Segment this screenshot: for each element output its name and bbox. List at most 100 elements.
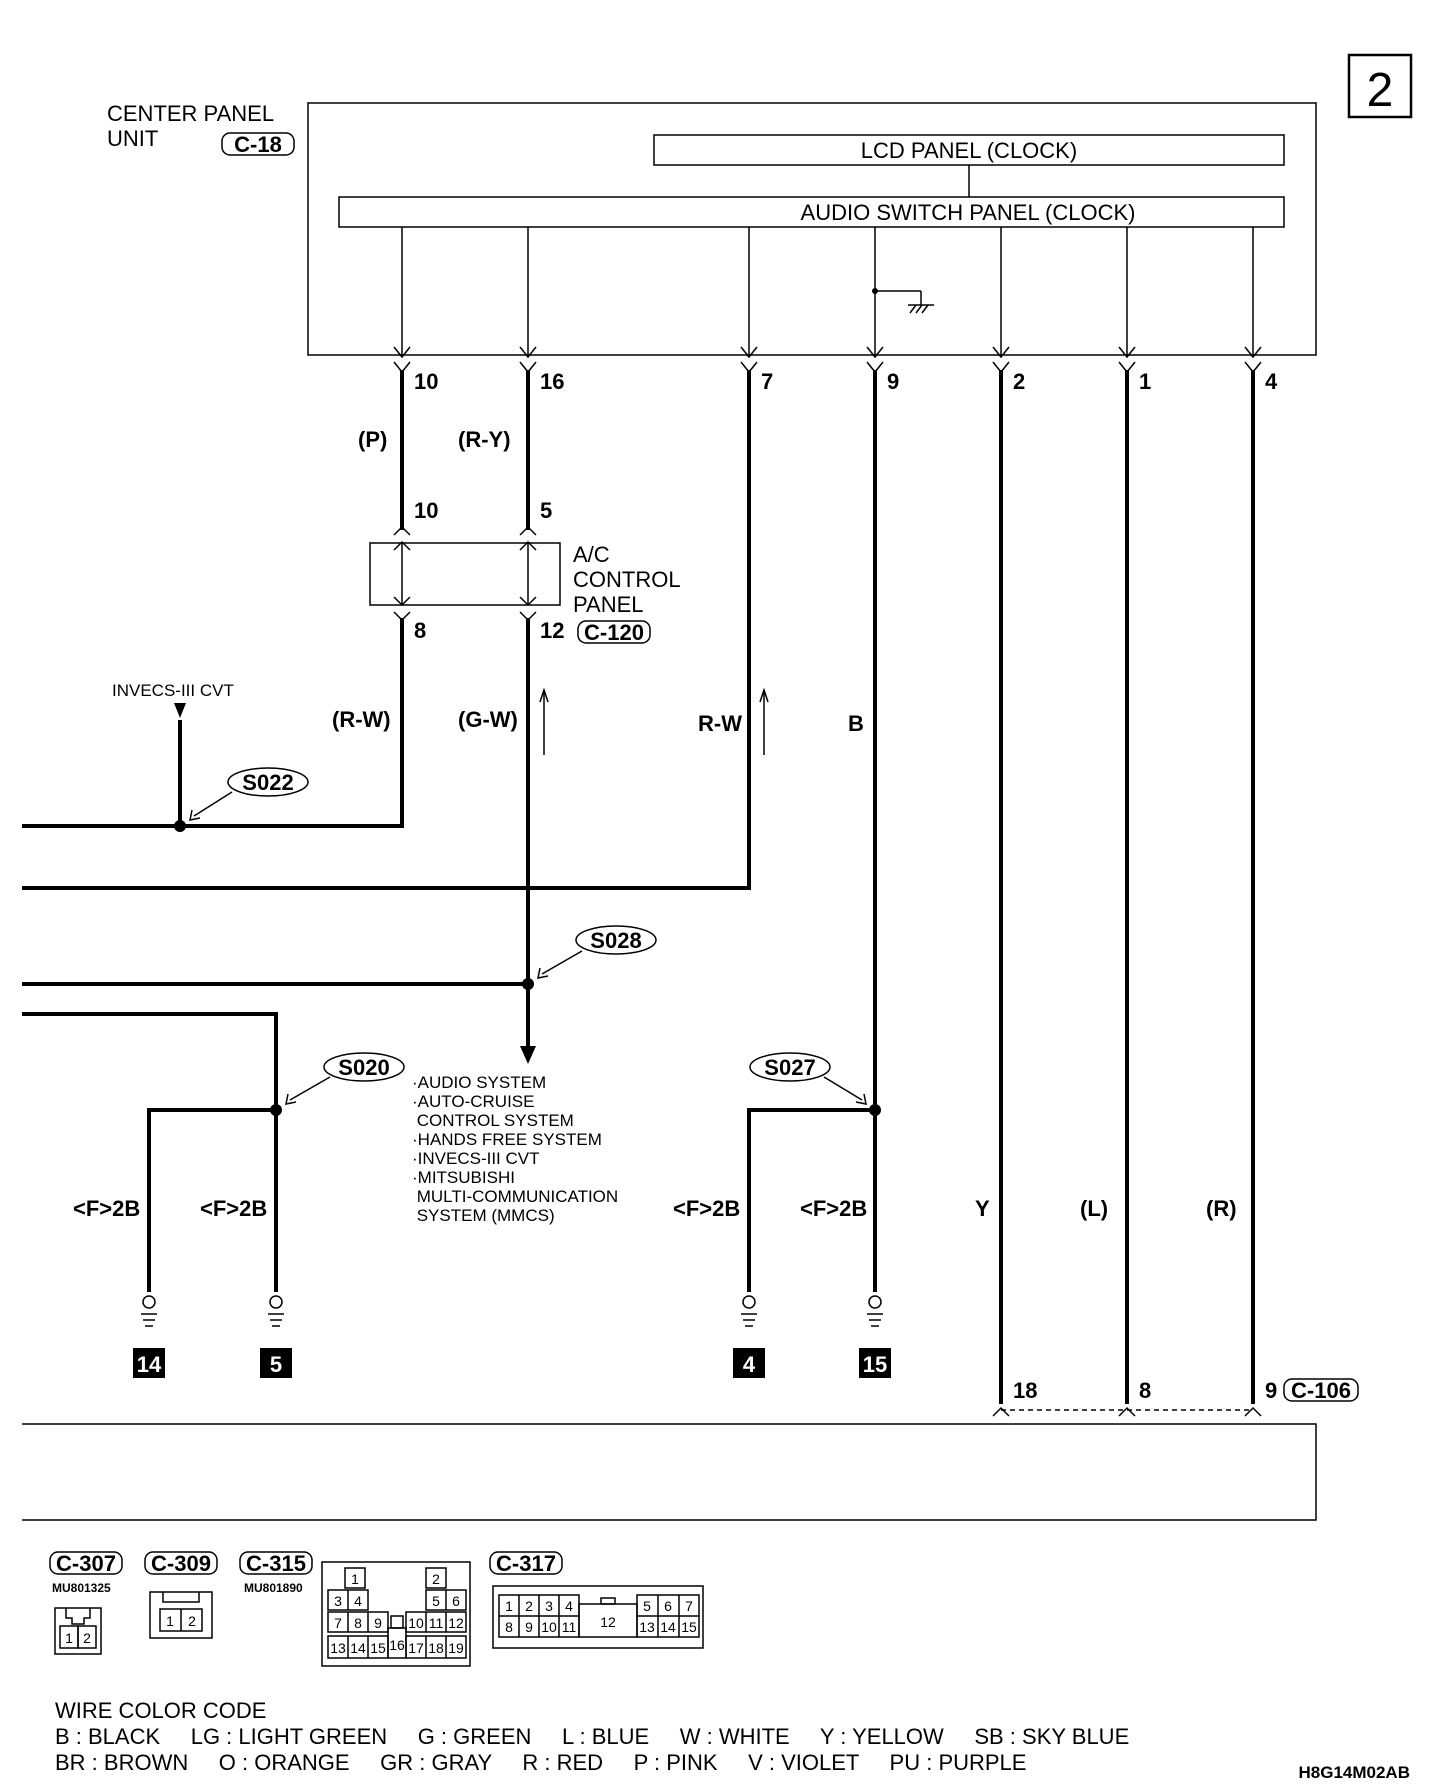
center-panel-unit-box: [307, 102, 1317, 356]
wires-mid: [22, 388, 875, 1292]
c315-pin: 6: [452, 1593, 460, 1609]
wire-color-rw-2: R-W: [698, 711, 742, 736]
c307-connector-face: [54, 1607, 102, 1655]
pin-label: 10: [414, 369, 438, 394]
system-item: ·AUTO-CRUISE: [412, 1092, 534, 1111]
invecs-arrow-icon: [174, 703, 186, 718]
panel-pin-chevrons: [393, 346, 1262, 374]
invecs-label: INVECS-III CVT: [112, 681, 234, 700]
part-number: MU801890: [244, 1581, 303, 1595]
pin-label: 1: [1139, 369, 1151, 394]
c315-pin: 12: [448, 1615, 464, 1631]
system-item: CONTROL SYSTEM: [412, 1111, 574, 1130]
splice-pointer: [193, 791, 233, 817]
c315-pin: 19: [448, 1640, 464, 1656]
c309-badge: [144, 1551, 218, 1575]
splice-pointer: [541, 950, 583, 975]
c317-connector-face: [492, 1585, 704, 1649]
splice-pointer-arrow: [537, 967, 549, 979]
ground-number-box: [133, 1348, 165, 1378]
wire-color-y: Y: [975, 1196, 990, 1221]
c18-connector-badge: [221, 132, 295, 156]
ground-number: 5: [270, 1352, 282, 1377]
ground-wire-label: <F>2B: [200, 1196, 267, 1221]
c315-pin: 8: [354, 1615, 362, 1631]
ac-pin-bottom: 12: [540, 618, 564, 643]
c315-pin: 18: [428, 1640, 444, 1656]
s028-label: S028: [590, 928, 641, 953]
c309-label: C-309: [151, 1551, 211, 1576]
c106-connector-label: C-106: [1291, 1378, 1351, 1403]
wire-color-gw: (G-W): [458, 707, 518, 732]
c315-pin: 15: [370, 1640, 386, 1656]
c317-pin: 2: [525, 1598, 533, 1614]
s020-badge: [323, 1052, 405, 1082]
c106-connector-badge: [1283, 1378, 1359, 1402]
figure-code: H8G14M02AB: [1299, 1763, 1411, 1782]
c315-pin: 13: [330, 1640, 346, 1656]
ground-icon: [268, 1295, 284, 1327]
c317-pin: 3: [545, 1598, 553, 1614]
system-item: SYSTEM (MMCS): [412, 1206, 555, 1225]
pin-label: 18: [1013, 1378, 1037, 1403]
c307-pin: 1: [65, 1630, 73, 1646]
internal-leads: [401, 227, 1254, 355]
pin-label: 4: [1265, 369, 1278, 394]
system-item: MULTI-COMMUNICATION: [412, 1187, 618, 1206]
c317-pin: 11: [562, 1619, 577, 1635]
ground-number: 4: [743, 1352, 756, 1377]
splice-pointer-arrow: [189, 809, 201, 821]
wire-color-l: (L): [1080, 1196, 1108, 1221]
c317-pin: 5: [643, 1598, 651, 1614]
c315-pin: 7: [334, 1615, 342, 1631]
audio-switch-panel-label: AUDIO SWITCH PANEL (CLOCK): [801, 200, 1136, 225]
c317-pin: 8: [505, 1619, 513, 1635]
ground-number-box: [260, 1348, 292, 1378]
c317-pin: 10: [541, 1619, 557, 1635]
ground-icon: [741, 1295, 757, 1327]
wire-color-r: (R): [1206, 1196, 1237, 1221]
c315-pin: 14: [350, 1640, 366, 1656]
c307-badge: [49, 1551, 123, 1575]
ground-number-box: [733, 1348, 765, 1378]
c317-pin: 4: [565, 1598, 573, 1614]
splice-point: [270, 1104, 282, 1116]
ground-number: 15: [863, 1352, 887, 1377]
wire-color-p: (P): [358, 427, 387, 452]
part-number: MU801325: [52, 1581, 111, 1595]
c315-pin: 11: [429, 1615, 444, 1631]
splice-pointer: [823, 1076, 863, 1101]
c317-pin: 14: [660, 1619, 676, 1635]
wire-color-b: B: [848, 711, 864, 736]
ground-wire-label: <F>2B: [73, 1196, 140, 1221]
c315-pin: 5: [432, 1593, 440, 1609]
pin-label: 16: [540, 369, 564, 394]
ac-pin-bottom: 8: [414, 618, 426, 643]
ground-wire-label: <F>2B: [673, 1196, 740, 1221]
c307-pin: 2: [83, 1630, 91, 1646]
system-item: ·INVECS-III CVT: [412, 1149, 540, 1168]
c120-connector-label: C-120: [584, 620, 644, 645]
internal-ground-icon: [872, 288, 934, 314]
c315-pin: 2: [432, 1571, 440, 1587]
ac-control-panel-box: [369, 542, 561, 606]
system-item: ·AUDIO SYSTEM: [412, 1073, 546, 1092]
ground-number: 14: [137, 1352, 162, 1377]
c317-badge: [489, 1551, 563, 1575]
splice-pointer-arrow: [285, 1093, 297, 1105]
wire-color-code-line: BR : BROWN O : ORANGE GR : GRAY R : RED …: [55, 1750, 1026, 1775]
ac-pin-top: 5: [540, 498, 552, 523]
c317-pin: 7: [685, 1598, 693, 1614]
ac-pin-chevrons: [393, 525, 537, 622]
c317-pin: 15: [681, 1619, 697, 1635]
c315-pin: 17: [408, 1640, 424, 1656]
system-item: ·HANDS FREE SYSTEM: [412, 1130, 602, 1149]
c315-pin: 4: [354, 1593, 362, 1609]
ground-icon: [141, 1295, 157, 1327]
c317-pin: 6: [664, 1598, 672, 1614]
lower-unit-box: [22, 1423, 1317, 1521]
c315-connector-face: [321, 1561, 471, 1667]
c317-label: C-317: [496, 1551, 556, 1576]
ac-panel-label-2: CONTROL: [573, 567, 681, 592]
center-panel-title-1: CENTER PANEL: [107, 101, 274, 126]
